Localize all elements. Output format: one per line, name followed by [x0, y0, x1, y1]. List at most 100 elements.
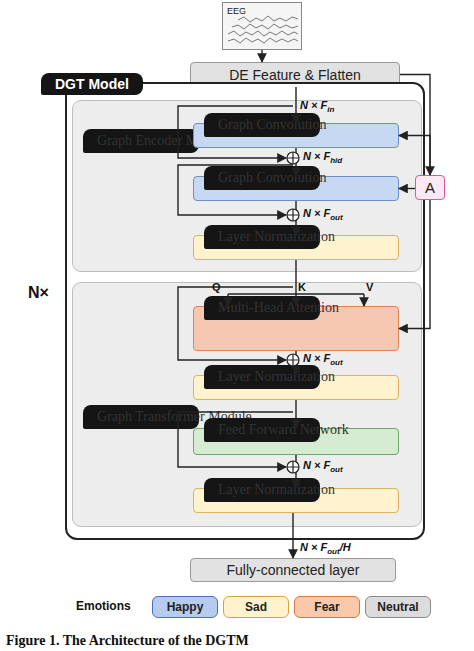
label-group: V [366, 281, 373, 293]
label-group: N × Fhid [303, 150, 342, 165]
subscript-label: out [330, 213, 342, 222]
model-frame: DGT ModelGraph Encoder ModuleGraph Convo… [65, 82, 425, 540]
connector-line [400, 75, 430, 176]
add-symbols [287, 152, 299, 473]
connector-line [399, 200, 430, 329]
label-group: N × Fin [300, 99, 334, 114]
process-box: Fully-connected layer [190, 558, 396, 582]
edge-layer [228, 50, 430, 558]
add-symbol [287, 209, 299, 221]
connector-line [363, 294, 364, 306]
subscript-label: out [327, 547, 339, 556]
connector-line [399, 136, 430, 176]
node-text: Sad [245, 600, 267, 614]
connector [399, 200, 430, 329]
connector [293, 513, 294, 558]
label-group: Q [212, 281, 221, 293]
annotation-label: Q [212, 281, 221, 293]
node-text: Fully-connected layer [226, 562, 359, 578]
label-group: N × Fout [303, 352, 343, 367]
subscript-label: out [330, 465, 342, 474]
annotation-label: /H [340, 541, 351, 553]
annotation-label: N × F [303, 459, 330, 471]
class-box: Fear [294, 596, 360, 618]
connector [296, 400, 297, 428]
connector [262, 50, 263, 62]
connector [296, 351, 297, 375]
node-text: Graph Convolution [204, 166, 320, 190]
label-group: N× [28, 284, 49, 302]
connector-line [295, 455, 296, 488]
annotation-label: N × F [303, 207, 330, 219]
connector-line [295, 148, 296, 176]
connector-line [399, 188, 415, 189]
node-text: Graph Transformer Module [83, 405, 199, 429]
residual-line [178, 165, 293, 215]
connector [400, 75, 430, 176]
connector-line [295, 351, 296, 375]
label-group: K [298, 281, 306, 293]
node-text: DE Feature & Flatten [229, 67, 361, 83]
add-symbol [287, 354, 299, 366]
process-box: Multi-Head Attention [193, 306, 399, 351]
class-box: Happy [152, 596, 218, 618]
residual-lines [178, 106, 293, 467]
class-box: Sad [223, 596, 289, 618]
node-text: EEG [227, 6, 246, 16]
process-box: Layer Normalization [193, 235, 399, 260]
class-box: Neutral [365, 596, 431, 618]
label-group: N × Fout [303, 207, 343, 222]
eeg-wave [228, 38, 298, 43]
node-text: Fear [314, 600, 339, 614]
connector [296, 148, 297, 176]
connector-line [228, 293, 364, 294]
connector-line [295, 201, 296, 235]
label-group: N × Fout [303, 459, 343, 474]
node-text: Graph Encoder Module [83, 129, 199, 153]
process-box: Graph Convolution [193, 123, 399, 148]
connector-line [292, 513, 293, 558]
node-text: Layer Normalization [204, 365, 320, 389]
residual-line [178, 106, 293, 158]
add-symbol [287, 152, 299, 164]
eeg-wave [228, 31, 298, 36]
process-box: Layer Normalization [193, 488, 399, 513]
residual-line [178, 287, 293, 360]
annotation-label: N× [28, 284, 49, 301]
connector-line [295, 400, 296, 428]
subscript-label: in [327, 105, 334, 114]
node-text: Multi-Head Attention [204, 296, 320, 320]
eeg-waves [228, 16, 298, 43]
subscript-label: out [330, 358, 342, 367]
connector [296, 87, 297, 123]
annotation-label: N × F [300, 541, 327, 553]
annotation-label: N × F [300, 99, 327, 111]
figure-caption: Figure 1. The Architecture of the DGTM [6, 633, 249, 649]
connector [296, 455, 297, 488]
adjacency-box: A [415, 175, 445, 200]
node-text: Layer Normalization [204, 478, 320, 502]
module-box: Graph Transformer Module Multi-Head Atten… [72, 282, 422, 527]
subscript-label: hid [330, 156, 342, 165]
eeg-wave [238, 16, 298, 22]
connector [399, 188, 415, 189]
annotation-label: K [298, 281, 306, 293]
process-box: Layer Normalization [193, 375, 399, 400]
eeg-illustration: EEG [222, 2, 302, 50]
node-text: Graph Convolution [204, 113, 320, 137]
connector-line [261, 50, 262, 62]
annotation-label: N × F [303, 150, 330, 162]
node-text: Feed Forward Network [204, 418, 320, 442]
node-text: DGT Model [41, 73, 143, 95]
label-group: Emotions [76, 599, 131, 613]
connector [399, 136, 430, 176]
node-text: Happy [167, 600, 204, 614]
node-text: Neutral [377, 600, 418, 614]
connector-line [227, 294, 228, 306]
process-box: Graph Convolution [193, 176, 399, 201]
annotation-label: Emotions [76, 599, 131, 613]
node-text: Layer Normalization [204, 225, 320, 249]
eeg-wave [232, 24, 298, 29]
